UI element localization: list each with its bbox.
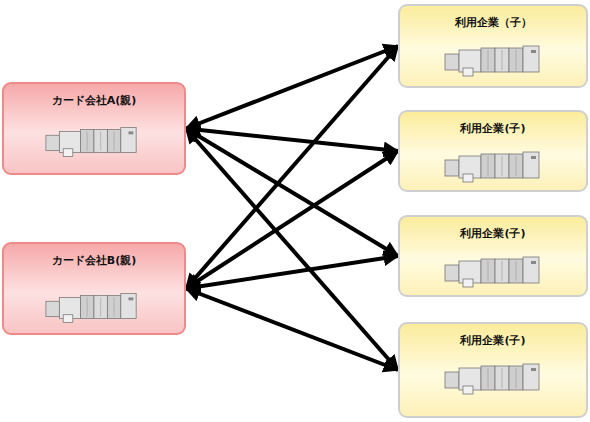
user-company-box: 利用企業(子)	[398, 110, 588, 192]
card-company-box: カード会社B(親)	[2, 242, 186, 335]
server-icon	[44, 124, 140, 160]
server-icon	[44, 290, 140, 326]
arrow-connector	[186, 256, 398, 289]
arrow-connector	[186, 289, 398, 371]
arrow-connector	[186, 46, 398, 129]
box-label: 利用企業(子)	[400, 112, 586, 136]
user-company-box: 利用企業（子）	[398, 4, 588, 88]
user-company-box: 利用企業(子)	[398, 215, 588, 297]
box-label: 利用企業（子）	[400, 6, 586, 30]
server-icon	[443, 150, 543, 184]
arrow-connector	[186, 46, 398, 289]
server-icon	[443, 44, 543, 78]
box-label: 利用企業(子)	[400, 324, 586, 348]
arrow-connector	[186, 129, 398, 257]
box-label: カード会社B(親)	[4, 244, 184, 268]
box-label: カード会社A(親)	[4, 84, 184, 108]
arrow-connector	[186, 151, 398, 289]
box-label: 利用企業(子)	[400, 217, 586, 241]
server-icon	[443, 255, 543, 289]
server-icon	[443, 362, 543, 396]
card-company-box: カード会社A(親)	[2, 82, 186, 175]
